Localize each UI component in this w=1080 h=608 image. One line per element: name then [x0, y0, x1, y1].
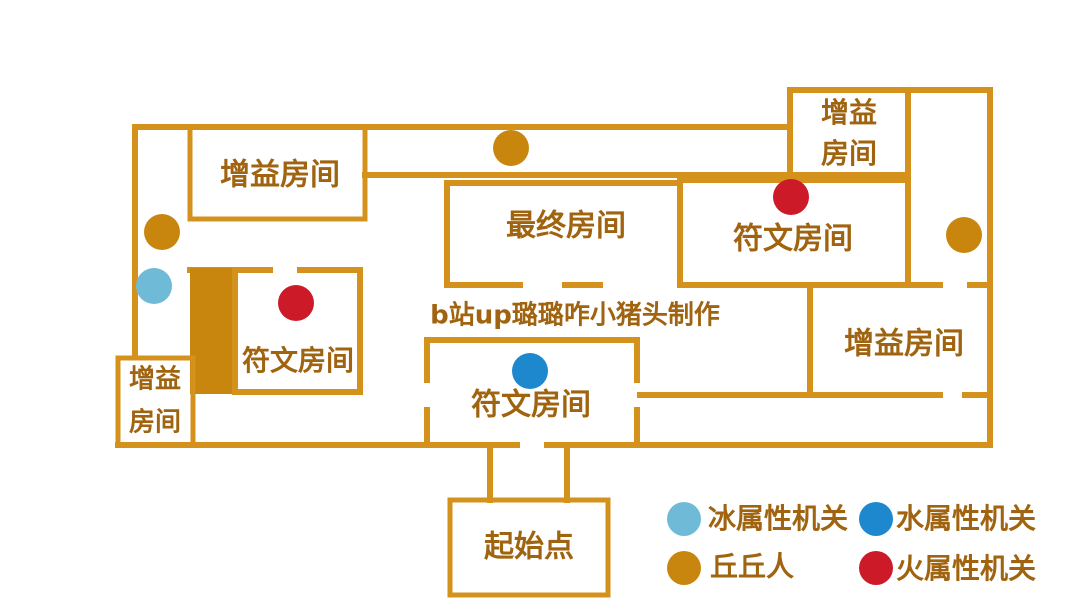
legend-fire-swatch	[859, 551, 893, 585]
qiuqiu-marker	[493, 130, 529, 166]
room-label-buff-top-right-line1: 增益	[821, 96, 877, 129]
room-label-buff-top-right-line2: 房间	[821, 137, 877, 170]
legend-ice-label: 冰属性机关	[708, 502, 848, 535]
legend-ice-swatch	[667, 502, 701, 536]
ice-mechanism-marker	[136, 268, 172, 304]
qiuqiu-marker	[144, 214, 180, 250]
legend: 冰属性机关 水属性机关 丘丘人 火属性机关	[667, 502, 1036, 585]
legend-water-swatch	[859, 502, 893, 536]
qiuqiu-marker	[946, 217, 982, 253]
fire-mechanism-marker	[278, 285, 314, 321]
room-label-rune-top-right: 符文房间	[733, 222, 853, 257]
fire-mechanism-marker	[773, 179, 809, 215]
legend-qiuqiu-swatch	[667, 551, 701, 585]
room-label-buff-right: 增益房间	[844, 327, 964, 362]
room-label-buff-top-left: 增益房间	[220, 158, 340, 193]
room-label-rune-left: 符文房间	[242, 344, 354, 377]
map-walls	[115, 87, 993, 598]
water-mechanism-marker	[512, 353, 548, 389]
legend-water-label: 水属性机关	[896, 502, 1036, 535]
legend-fire-label: 火属性机关	[896, 552, 1036, 585]
room-label-buff-left-line2: 房间	[129, 408, 181, 438]
room-label-final: 最终房间	[506, 209, 626, 244]
room-label-start: 起始点	[484, 530, 574, 565]
room-label-rune-center: 符文房间	[471, 388, 591, 423]
room-label-buff-left-line1: 增益	[129, 364, 181, 395]
credit-text: b站up璐璐咋小猪头制作	[430, 300, 720, 331]
legend-qiuqiu-label: 丘丘人	[710, 550, 794, 583]
map-markers	[136, 130, 982, 389]
